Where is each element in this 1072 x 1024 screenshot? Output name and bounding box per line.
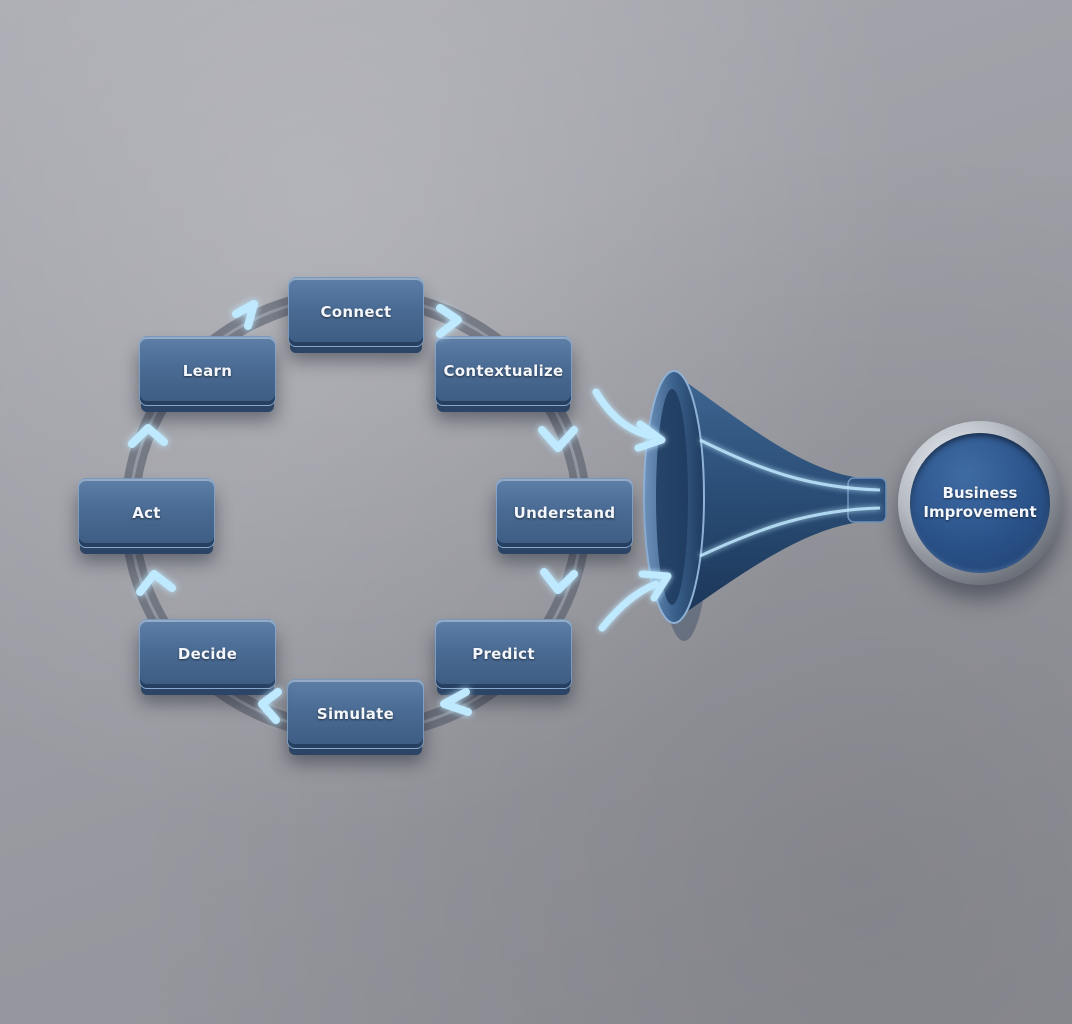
chevron-arrow-icon bbox=[436, 304, 462, 338]
business-improvement-line2: Improvement bbox=[923, 503, 1037, 521]
business-improvement-line1: Business bbox=[942, 484, 1018, 502]
step-predict-label: Predict bbox=[472, 645, 535, 663]
chevron-arrow-icon bbox=[540, 568, 578, 594]
step-connect: Connect bbox=[288, 277, 424, 347]
step-understand-label: Understand bbox=[513, 504, 616, 522]
step-decide: Decide bbox=[139, 619, 276, 689]
chevron-arrow-icon bbox=[232, 300, 258, 330]
chevron-arrow-icon bbox=[258, 688, 282, 724]
step-contextualize-label: Contextualize bbox=[443, 362, 564, 380]
business-improvement-face: Business Improvement bbox=[910, 433, 1050, 573]
step-contextualize: Contextualize bbox=[435, 336, 572, 406]
step-learn: Learn bbox=[139, 336, 276, 406]
chevron-arrow-icon bbox=[136, 570, 176, 596]
step-understand: Understand bbox=[496, 478, 633, 548]
step-connect-label: Connect bbox=[320, 303, 392, 321]
funnel-icon bbox=[643, 370, 887, 641]
funnel-input-arrows bbox=[592, 388, 672, 632]
step-decide-label: Decide bbox=[177, 645, 238, 663]
business-improvement-badge: Business Improvement bbox=[898, 421, 1062, 585]
chevron-arrow-icon bbox=[440, 688, 472, 716]
step-act-label: Act bbox=[132, 504, 161, 522]
step-act: Act bbox=[78, 478, 215, 548]
chevron-arrow-icon bbox=[538, 426, 578, 452]
step-simulate: Simulate bbox=[287, 679, 424, 749]
chevron-arrow-icon bbox=[128, 424, 168, 448]
step-predict: Predict bbox=[435, 619, 572, 689]
business-improvement-label: Business Improvement bbox=[923, 484, 1036, 522]
step-learn-label: Learn bbox=[182, 362, 233, 380]
step-simulate-label: Simulate bbox=[316, 705, 395, 723]
